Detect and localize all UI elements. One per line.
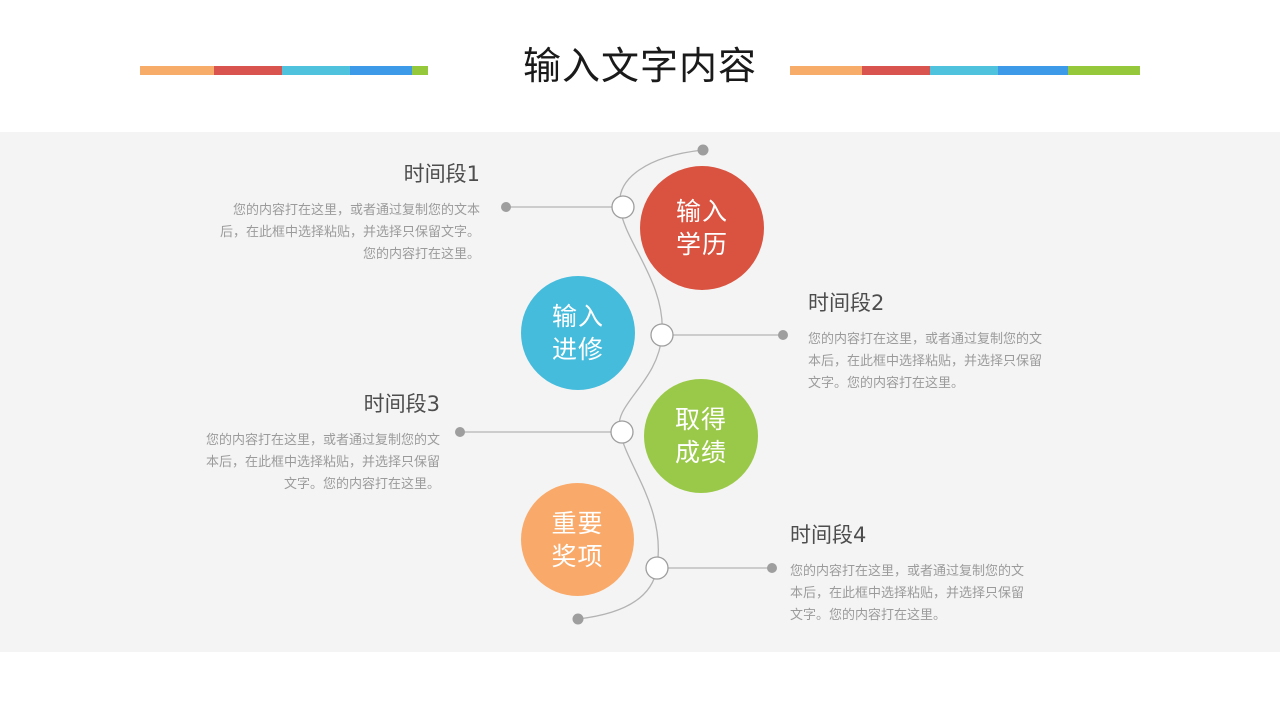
bubble-training[interactable]: 输入 进修 xyxy=(521,276,635,390)
rule-segment-blue xyxy=(998,66,1068,75)
period-heading: 时间段2 xyxy=(808,291,885,315)
rule-segment-green xyxy=(1068,66,1140,75)
bubble-label-line1: 输入 xyxy=(675,197,728,226)
rule-segment-orange xyxy=(140,66,214,75)
rule-segment-green xyxy=(412,66,428,75)
text-block-period-3: 时间段3 您的内容打在这里，或者通过复制您的文本后，在此框中选择粘贴，并选择只保… xyxy=(195,390,440,496)
period-heading: 时间段3 xyxy=(363,392,440,416)
timeline-node-4 xyxy=(645,556,669,580)
text-block-period-4: 时间段4 您的内容打在这里，或者通过复制您的文本后，在此框中选择粘贴，并选择只保… xyxy=(790,521,1025,627)
text-block-period-1: 时间段1 您的内容打在这里，或者通过复制您的文本后，在此框中选择粘贴，并选择只保… xyxy=(210,160,480,266)
period-body: 您的内容打在这里，或者通过复制您的文本后，在此框中选择粘贴，并选择只保留文字。您… xyxy=(205,433,440,492)
bubble-label-line2: 进修 xyxy=(551,335,604,364)
spine-end-dot-bottom xyxy=(572,613,584,625)
rule-segment-orange xyxy=(790,66,862,75)
rule-segment-cyan xyxy=(282,66,350,75)
timeline-node-2 xyxy=(650,323,674,347)
period-heading: 时间段1 xyxy=(403,162,480,186)
timeline-diagram xyxy=(0,132,1280,652)
rule-segment-cyan xyxy=(930,66,998,75)
rule-segment-red xyxy=(862,66,930,75)
connector-end-dot-2 xyxy=(778,330,788,340)
period-body: 您的内容打在这里，或者通过复制您的文本后，在此框中选择粘贴，并选择只保留文字。您… xyxy=(790,564,1025,623)
bubble-label-line2: 成绩 xyxy=(674,438,727,467)
rule-segment-red xyxy=(214,66,282,75)
bubble-label-line1: 输入 xyxy=(551,302,604,331)
timeline-node-3 xyxy=(610,420,634,444)
bubble-label-line2: 学历 xyxy=(675,230,728,259)
rule-segment-blue xyxy=(350,66,412,75)
connector-end-dot-3 xyxy=(455,427,465,437)
bubble-label-line1: 取得 xyxy=(674,405,727,434)
timeline-node-1 xyxy=(611,195,635,219)
bubble-label-line2: 奖项 xyxy=(551,541,604,571)
connector-end-dot-4 xyxy=(767,563,777,573)
bubble-education[interactable]: 输入 学历 xyxy=(640,166,764,290)
page-title: 输入文字内容 xyxy=(522,44,757,88)
bubble-awards[interactable]: 重要 奖项 xyxy=(521,483,634,596)
decor-rule-left xyxy=(140,66,428,75)
bubble-label-line1: 重要 xyxy=(551,508,604,538)
spine-end-dot-top xyxy=(697,144,709,156)
slide-header: 输入文字内容 xyxy=(0,0,1280,132)
bubble-achievement[interactable]: 取得 成绩 xyxy=(644,379,758,493)
decor-rule-right xyxy=(790,66,1140,75)
period-body: 您的内容打在这里，或者通过复制您的文本后，在此框中选择粘贴，并选择只保留文字。您… xyxy=(219,203,480,262)
period-body: 您的内容打在这里，或者通过复制您的文本后，在此框中选择粘贴，并选择只保留文字。您… xyxy=(808,332,1043,391)
period-heading: 时间段4 xyxy=(790,523,867,547)
text-block-period-2: 时间段2 您的内容打在这里，或者通过复制您的文本后，在此框中选择粘贴，并选择只保… xyxy=(808,289,1043,395)
connector-end-dot-1 xyxy=(501,202,511,212)
